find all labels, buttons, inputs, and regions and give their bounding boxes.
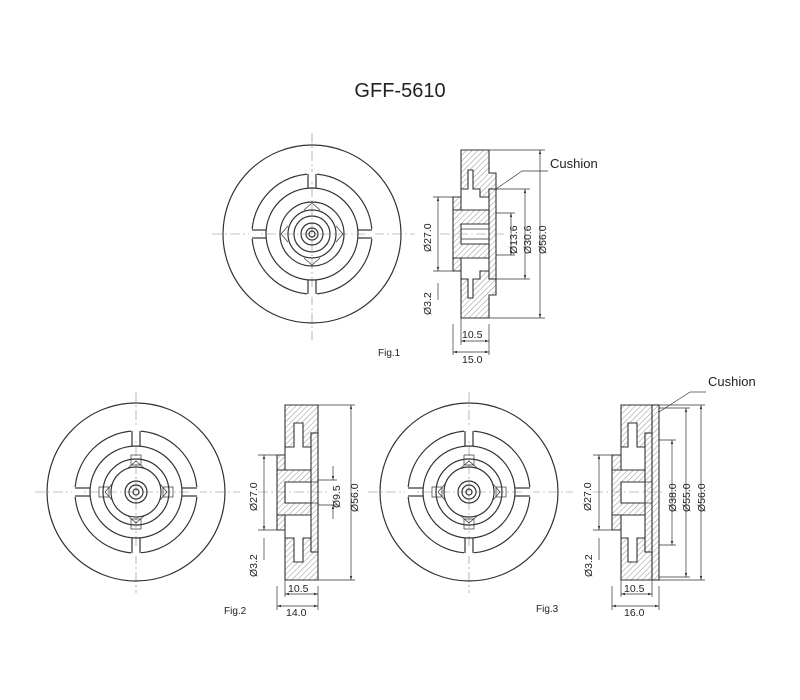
fig2-front-view [35, 392, 240, 593]
fig3-dim-d56: Ø56.0 [696, 483, 708, 512]
fig3-dim-width-total: 16.0 [624, 607, 645, 619]
fig3-dim-d27: Ø27.0 [582, 482, 594, 511]
fig1-side-view [433, 149, 548, 355]
fig3-dim-d55: Ø55.0 [681, 483, 693, 512]
fig2-label: Fig.2 [224, 606, 247, 617]
fig1-dim-width-total: 15.0 [462, 354, 483, 366]
fig2-dim-width-total: 14.0 [286, 607, 307, 619]
fig3-label: Fig.3 [536, 604, 559, 615]
fig1-dim-d27: Ø27.0 [422, 223, 434, 252]
fig3-dim-d38: Ø38.0 [667, 483, 679, 512]
fig3-cushion-label: Cushion [708, 374, 756, 389]
fig2-side-view [258, 404, 355, 610]
fig2-dim-d56: Ø56.0 [349, 483, 361, 512]
fig2-dim-width-inner: 10.5 [288, 583, 309, 595]
fig3-dim-hole: Ø3.2 [583, 554, 595, 577]
fig2-dim-d9-5: Ø9.5 [331, 485, 343, 508]
fig3-front-view [368, 392, 573, 593]
fig2-dim-d27: Ø27.0 [248, 482, 260, 511]
fig1-dim-d30-6: Ø30.6 [522, 225, 534, 254]
fig1-dim-d13-6: Ø13.6 [508, 225, 520, 254]
fig1-front-view [212, 133, 415, 340]
fig3-side-view [593, 391, 706, 610]
fig1-dim-hole: Ø3.2 [422, 292, 434, 315]
fig1-cushion-label: Cushion [550, 156, 598, 171]
fig1-label: Fig.1 [378, 348, 401, 359]
fig2-dim-hole: Ø3.2 [248, 554, 260, 577]
fig1-dim-width-inner: 10.5 [462, 329, 483, 341]
page-title: GFF-5610 [354, 80, 446, 102]
fig1-dim-d56: Ø56.0 [537, 225, 549, 254]
fig3-dim-width-inner: 10.5 [624, 583, 645, 595]
